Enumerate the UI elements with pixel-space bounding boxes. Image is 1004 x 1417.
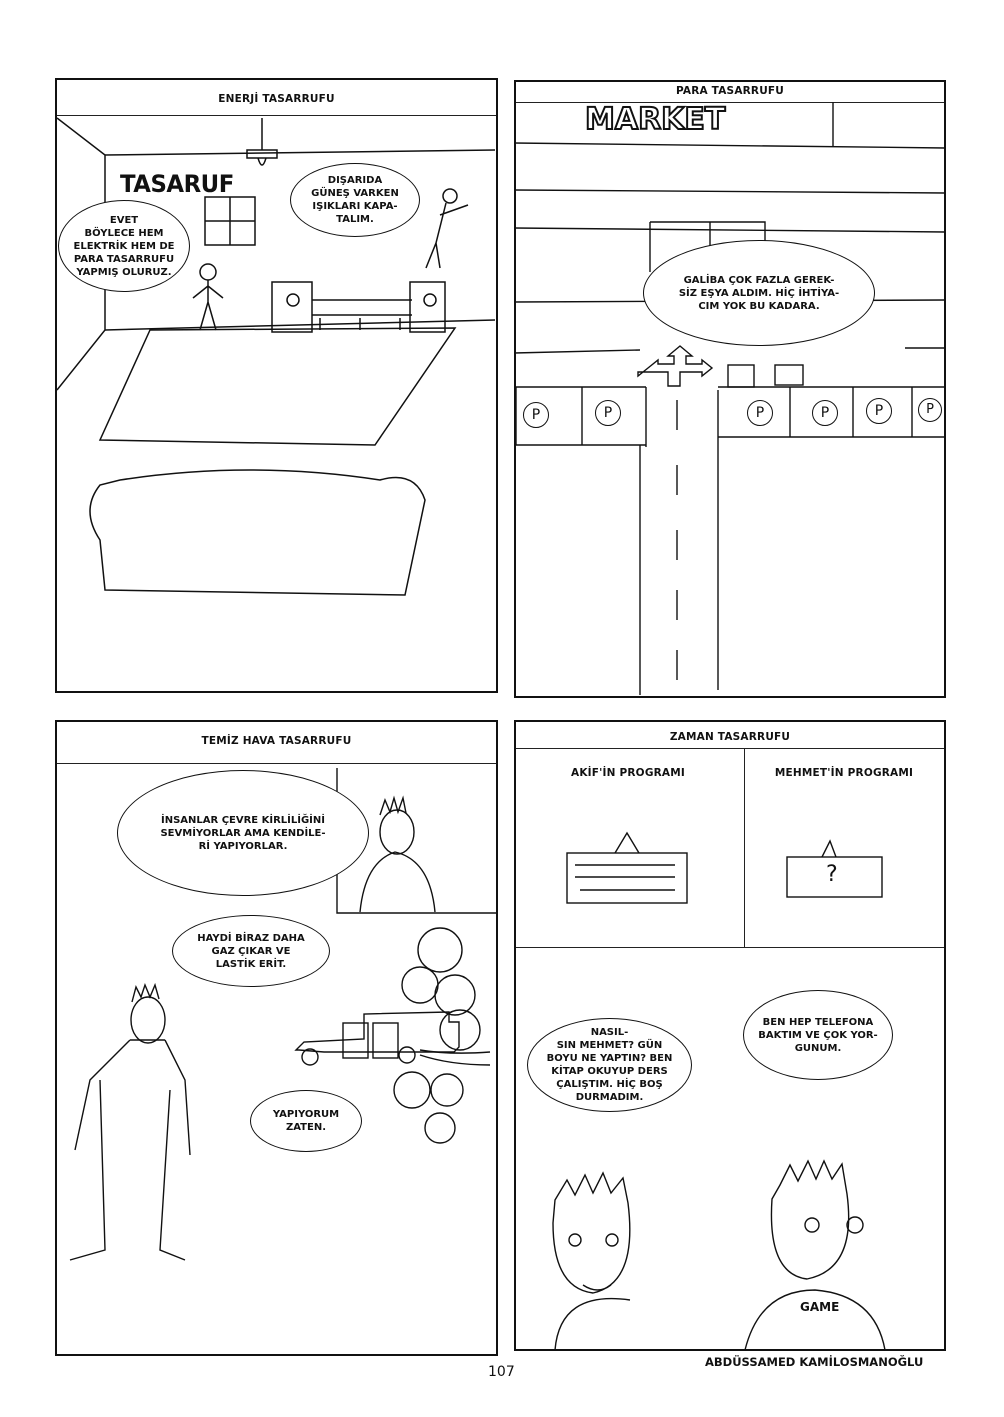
bubble-text: YAPIYORUM ZATEN. (272, 1109, 340, 1133)
panel-time-saving: ZAMAN TASARRUFU AKİF'İN PROGRAMI MEHMET'… (514, 720, 946, 1351)
panel-title: PARA TASARRUFU (675, 85, 785, 97)
panel-energy-saving: ENERJİ TASARRUFU (55, 78, 498, 693)
bubble-text: HAYDİ BİRAZ DAHA GAZ ÇIKAR VE LASTİK ERİ… (197, 932, 305, 970)
panel-title: ENERJİ TASARRUFU (218, 93, 335, 105)
parking-sign: P (812, 400, 838, 426)
speech-bubble: EVET BÖYLECE HEM ELEKTRİK HEM DE PARA TA… (58, 200, 190, 292)
divider (57, 115, 496, 116)
bubble-text: BEN HEP TELEFONA BAKTIM VE ÇOK YOR- GUNU… (758, 1016, 878, 1054)
divider (516, 947, 944, 948)
author-name: ABDÜSSAMED KAMİLOSMANOĞLU (705, 1355, 924, 1369)
shirt-text: GAME (800, 1300, 840, 1314)
speech-bubble: HAYDİ BİRAZ DAHA GAZ ÇIKAR VE LASTİK ERİ… (172, 915, 330, 987)
parking-sign: P (918, 398, 942, 422)
parking-sign: P (866, 398, 892, 424)
panel-title: ZAMAN TASARRUFU (669, 731, 791, 743)
speech-bubble: BEN HEP TELEFONA BAKTIM VE ÇOK YOR- GUNU… (743, 990, 893, 1080)
bubble-text: NASIL- SIN MEHMET? GÜN BOYU NE YAPTIN? B… (546, 1027, 673, 1103)
bubble-text: İNSANLAR ÇEVRE KİRLİLİĞİNİ SEVMİYORLAR A… (160, 814, 326, 852)
bubble-text: EVET BÖYLECE HEM ELEKTRİK HEM DE PARA TA… (73, 214, 175, 278)
speech-bubble: İNSANLAR ÇEVRE KİRLİLİĞİNİ SEVMİYORLAR A… (117, 770, 369, 896)
bubble-text: GALİBA ÇOK FAZLA GEREK- SİZ EŞYA ALDIM. … (678, 274, 840, 312)
speech-bubble: YAPIYORUM ZATEN. (250, 1090, 362, 1152)
market-sign: MARKET (584, 101, 726, 138)
speech-bubble: DIŞARIDA GÜNEŞ VARKEN IŞIKLARI KAPA- TAL… (290, 163, 420, 237)
divider (516, 102, 944, 103)
panel-clean-air-saving: TEMİZ HAVA TASARRUFU (55, 720, 498, 1356)
divider (57, 763, 496, 764)
speech-bubble: GALİBA ÇOK FAZLA GEREK- SİZ EŞYA ALDIM. … (643, 240, 875, 346)
parking-sign: P (747, 400, 773, 426)
parking-sign: P (523, 402, 549, 428)
divider (744, 748, 745, 947)
question-mark: ? (826, 862, 838, 887)
panel-title: TEMİZ HAVA TASARRUFU (201, 735, 352, 747)
speech-bubble: NASIL- SIN MEHMET? GÜN BOYU NE YAPTIN? B… (527, 1018, 692, 1112)
parking-sign: P (595, 400, 621, 426)
bubble-text: DIŞARIDA GÜNEŞ VARKEN IŞIKLARI KAPA- TAL… (311, 175, 399, 225)
divider (516, 748, 944, 749)
mehmet-program-label: MEHMET'İN PROGRAMI (774, 767, 914, 779)
page-number: 107 (488, 1364, 515, 1380)
panel-money-saving: PARA TASARRUFU (514, 80, 946, 698)
akif-program-label: AKİF'İN PROGRAMI (571, 767, 685, 779)
tasaruf-sign: TASARUF (119, 170, 234, 198)
